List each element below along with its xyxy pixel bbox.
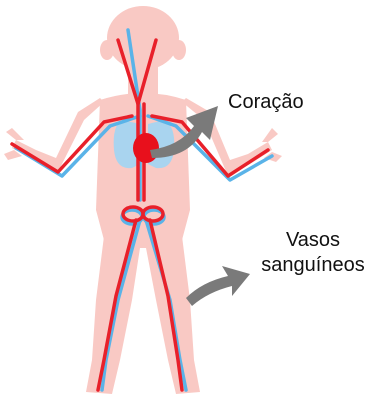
- vessels-label: Vasos sanguíneos: [258, 228, 368, 278]
- heart-label: Coração: [228, 90, 304, 115]
- vessels-label-line1: Vasos: [258, 228, 368, 253]
- heart: [133, 133, 159, 163]
- vessels-label-line2: sanguíneos: [261, 254, 364, 276]
- vessels-arrow: [186, 266, 250, 306]
